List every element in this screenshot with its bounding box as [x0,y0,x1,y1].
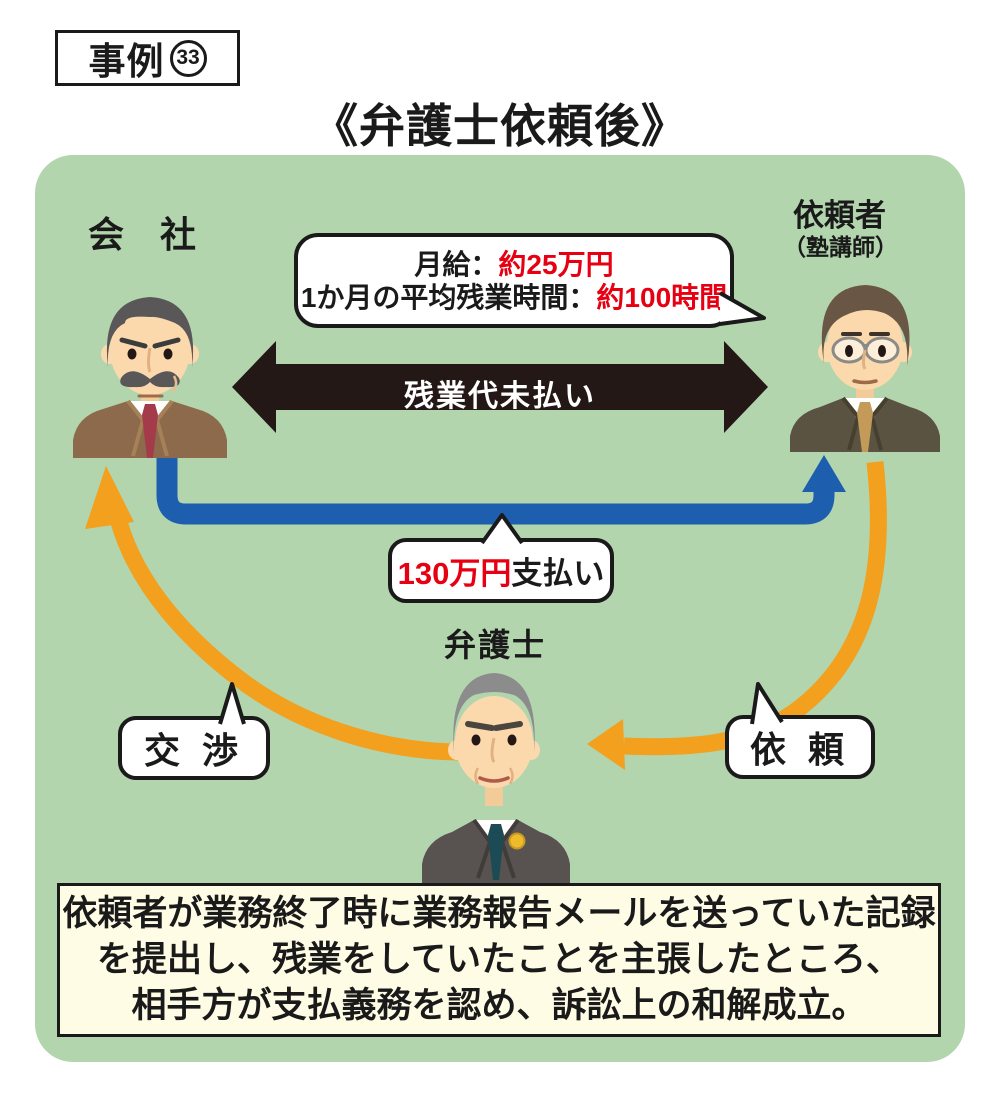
request-bubble: 依 頼 [725,715,875,779]
client-avatar [790,285,940,452]
client-label: 依頼者 [793,198,886,233]
case-summary-box: 依頼者が業務終了時に業務報告メールを送っていた記録 を提出し、残業をしていたこと… [57,883,941,1037]
case-number-badge: 事例 33 [55,30,240,86]
request-arrow [587,461,887,770]
salary-value: 約25万円 [498,248,614,280]
company-avatar [73,297,227,458]
summary-line-2: を提出し、残業をしていたことを主張したところ、 [97,940,901,979]
request-bubble-tail [750,682,784,725]
salary-info-bubble: 月給：約25万円 1か月の平均残業時間：約100時間 [294,233,734,328]
salary-info-bubble-tail [719,291,766,326]
page-title: 《弁護士依頼後》 [312,100,688,152]
payment-amount: 130万円 [397,556,512,591]
payment-bubble-tail [480,513,524,545]
unpaid-overtime-arrow-label: 残業代未払い [404,380,596,413]
lawyer-badge-icon [508,832,526,850]
payment-arrow [156,438,846,525]
salary-line: 月給：約25万円 [414,248,614,280]
summary-line-3: 相手方が支払義務を認め、訴訟上の和解成立。 [131,986,867,1025]
payment-bubble: 130万円支払い [388,538,614,603]
negotiation-arrow [85,466,473,761]
overtime-value: 約100時間 [596,281,728,313]
negotiation-bubble-tail [218,682,246,725]
unpaid-overtime-arrow [232,341,768,433]
lawyer-avatar [422,673,570,883]
negotiation-bubble: 交 渉 [118,716,270,780]
case-badge-label: 事例 [88,41,165,82]
client-sublabel: （塾講師） [783,234,898,260]
case-number-circle: 33 [169,39,207,77]
company-label: 会 社 [88,214,197,255]
overtime-line: 1か月の平均残業時間：約100時間 [300,281,728,313]
lawyer-label: 弁護士 [444,627,547,663]
summary-line-1: 依頼者が業務終了時に業務報告メールを送っていた記録 [62,894,936,933]
